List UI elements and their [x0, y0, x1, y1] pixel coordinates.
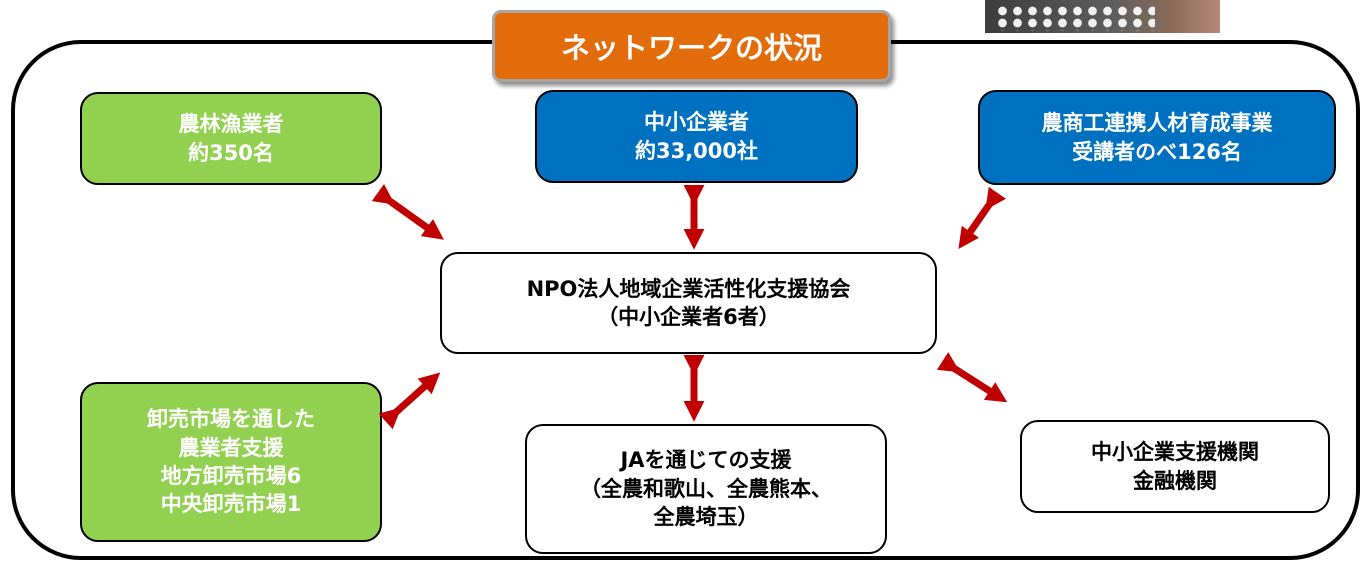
node-support-line1: 中小企業支援機関 — [1091, 440, 1259, 465]
corner-photo — [985, 0, 1220, 33]
node-market-line3: 地方卸売市場6 — [160, 464, 302, 488]
node-support: 中小企業支援機関 金融機関 — [1020, 420, 1330, 513]
node-ja: JAを通じての支援 （全農和歌山、全農熊本、 全農埼玉） — [525, 424, 887, 554]
arrow-farmers-center — [371, 183, 444, 240]
node-training: 農商工連携人材育成事業 受講者のべ126名 — [978, 90, 1336, 185]
node-market-line2: 農業者支援 — [178, 435, 284, 460]
node-sme-line2: 約33,000社 — [634, 138, 759, 163]
node-center-line1: NPO法人地域企業活性化支援協会 — [526, 276, 851, 301]
arrow-support-center — [936, 352, 1008, 403]
node-ja-line1: JAを通じての支援 — [620, 448, 792, 473]
node-center: NPO法人地域企業活性化支援協会 （中小企業者6者） — [440, 252, 937, 354]
node-ja-line3: 全農埼玉） — [653, 505, 759, 530]
node-farmers-line1: 農林漁業者 — [178, 112, 284, 137]
node-market: 卸売市場を通した 農業者支援 地方卸売市場6 中央卸売市場1 — [80, 382, 382, 542]
node-center-line2: （中小企業者6者） — [597, 305, 780, 329]
node-farmers: 農林漁業者 約350名 — [80, 92, 382, 185]
node-ja-line2: （全農和歌山、全農熊本、 — [580, 476, 832, 501]
node-sme-line1: 中小企業者 — [644, 110, 749, 135]
node-support-line2: 金融機関 — [1133, 468, 1217, 493]
node-training-line1: 農商工連携人材育成事業 — [1041, 111, 1273, 136]
node-market-line4: 中央卸売市場1 — [160, 492, 302, 517]
node-sme: 中小企業者 約33,000社 — [535, 90, 858, 183]
node-farmers-line2: 約350名 — [188, 140, 274, 165]
diagram-title: ネットワークの状況 — [492, 10, 891, 82]
node-training-line2: 受講者のべ126名 — [1072, 139, 1242, 164]
node-market-line1: 卸売市場を通した — [147, 407, 315, 432]
arrow-market-center — [378, 372, 441, 430]
arrow-training-center — [958, 186, 1007, 250]
